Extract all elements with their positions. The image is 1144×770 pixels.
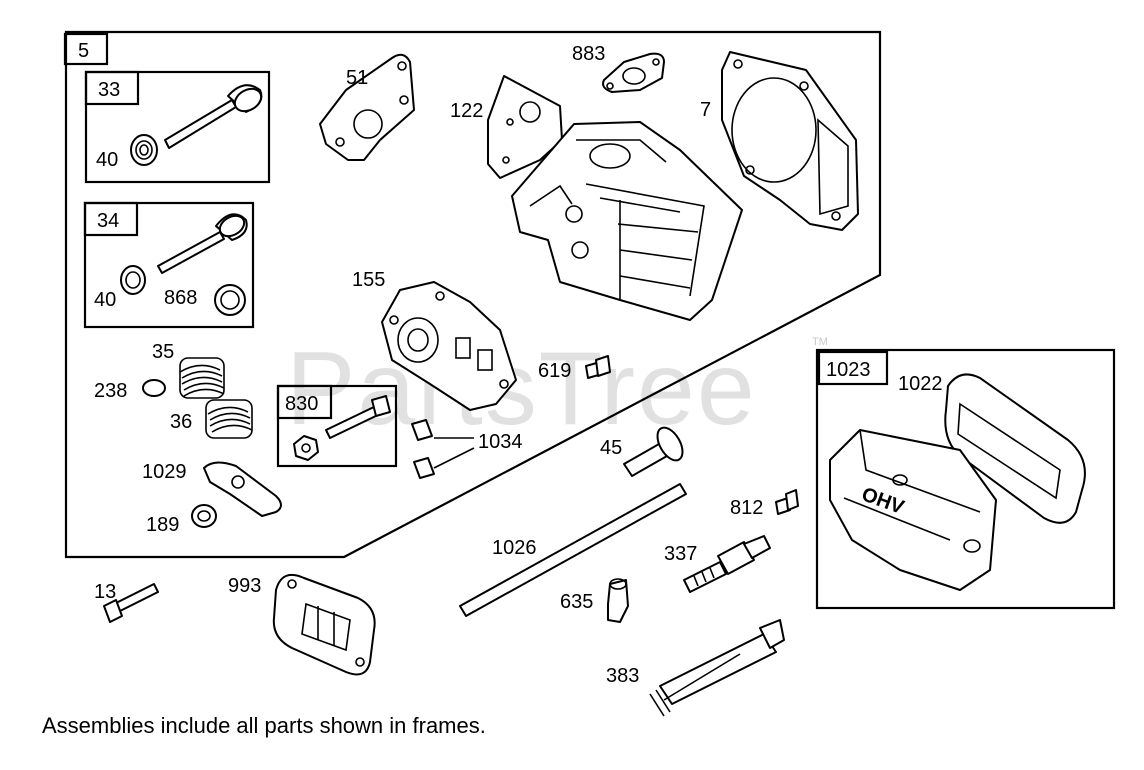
breather-plate-icon: [381, 281, 517, 411]
valve-seal-icon: [120, 265, 146, 295]
part-619-label: 619: [538, 360, 571, 382]
part-883-label: 883: [572, 43, 605, 65]
valve-seal-icon: [130, 134, 158, 166]
rocker-stud-icon: [325, 395, 391, 439]
part-40-label: 40: [94, 289, 116, 311]
screw-icon: [775, 489, 799, 515]
part-1029-label: 1029: [142, 461, 187, 483]
intake-gasket-icon: [319, 53, 415, 161]
part-45-label: 45: [600, 437, 622, 459]
rocker-arm-icon: [203, 461, 282, 517]
part-51-label: 51: [346, 67, 368, 89]
part-1022-label: 1022: [898, 373, 943, 395]
assembly-frame-33: [84, 70, 271, 184]
assembly-frame-34: [83, 201, 255, 329]
push-rod-icon: [459, 483, 687, 617]
frame-5-tag: [63, 32, 109, 66]
part-155-label: 155: [352, 269, 385, 291]
part-122-label: 122: [450, 100, 483, 122]
part-238-label: 238: [94, 380, 127, 402]
head-gasket-icon: [721, 51, 859, 231]
breather-elbow-icon: [607, 578, 629, 623]
assembly-frame-830: [276, 384, 398, 468]
frame-830-tag: [276, 384, 333, 420]
frame-34-tag: [83, 201, 139, 237]
valve-cover-icon: [829, 429, 997, 591]
part-812-label: 812: [730, 497, 763, 519]
frame-33-tag: [84, 70, 140, 106]
valve-rotator-icon: [214, 284, 246, 316]
part-635-label: 635: [560, 591, 593, 613]
intake-valve-icon: [164, 84, 263, 149]
nut-icon: [293, 435, 319, 461]
frame-33-label: 33: [98, 79, 120, 101]
part-36-label: 36: [170, 411, 192, 433]
exhaust-valve-icon: [157, 213, 248, 274]
spark-plug-icon: [683, 535, 771, 593]
part-1026-label: 1026: [492, 537, 537, 559]
assembly-frame-5: [64, 30, 882, 559]
cylinder-head-icon: [511, 121, 743, 321]
retainer-icon: [142, 379, 166, 397]
spark-plug-wrench-icon: [649, 619, 785, 717]
frame-34-label: 34: [97, 210, 119, 232]
part-40-label: 40: [96, 149, 118, 171]
frame-830-label: 830: [285, 393, 318, 415]
carburetor-gasket-icon: [602, 52, 665, 93]
part-1034-label: 1034: [478, 431, 523, 453]
valve-spring-icon: [205, 399, 253, 439]
part-383-label: 383: [606, 665, 639, 687]
trademark-mark: TM: [812, 336, 828, 348]
part-337-label: 337: [664, 543, 697, 565]
part-13-label: 13: [94, 581, 116, 603]
watermark: PartsTree: [286, 331, 757, 447]
part-189-label: 189: [146, 514, 179, 536]
guide-clip-icon: [411, 419, 475, 479]
frame-1023-label: 1023: [826, 359, 871, 381]
pivot-ball-icon: [191, 504, 217, 528]
frame-5-label: 5: [78, 40, 89, 62]
bolt-icon: [103, 583, 159, 623]
breather-tube-icon: [623, 426, 684, 477]
cover-gasket-icon: [272, 574, 376, 676]
assembly-frame-1023: [815, 348, 1116, 610]
part-868-label: 868: [164, 287, 197, 309]
part-35-label: 35: [152, 341, 174, 363]
part-7-label: 7: [700, 99, 711, 121]
part-993-label: 993: [228, 575, 261, 597]
valve-cover-gasket-icon: [944, 373, 1086, 524]
frame-1023-tag: [817, 350, 889, 386]
footnote: Assemblies include all parts shown in fr…: [42, 713, 486, 738]
screw-icon: [585, 355, 611, 379]
valve-spring-icon: [179, 357, 225, 399]
